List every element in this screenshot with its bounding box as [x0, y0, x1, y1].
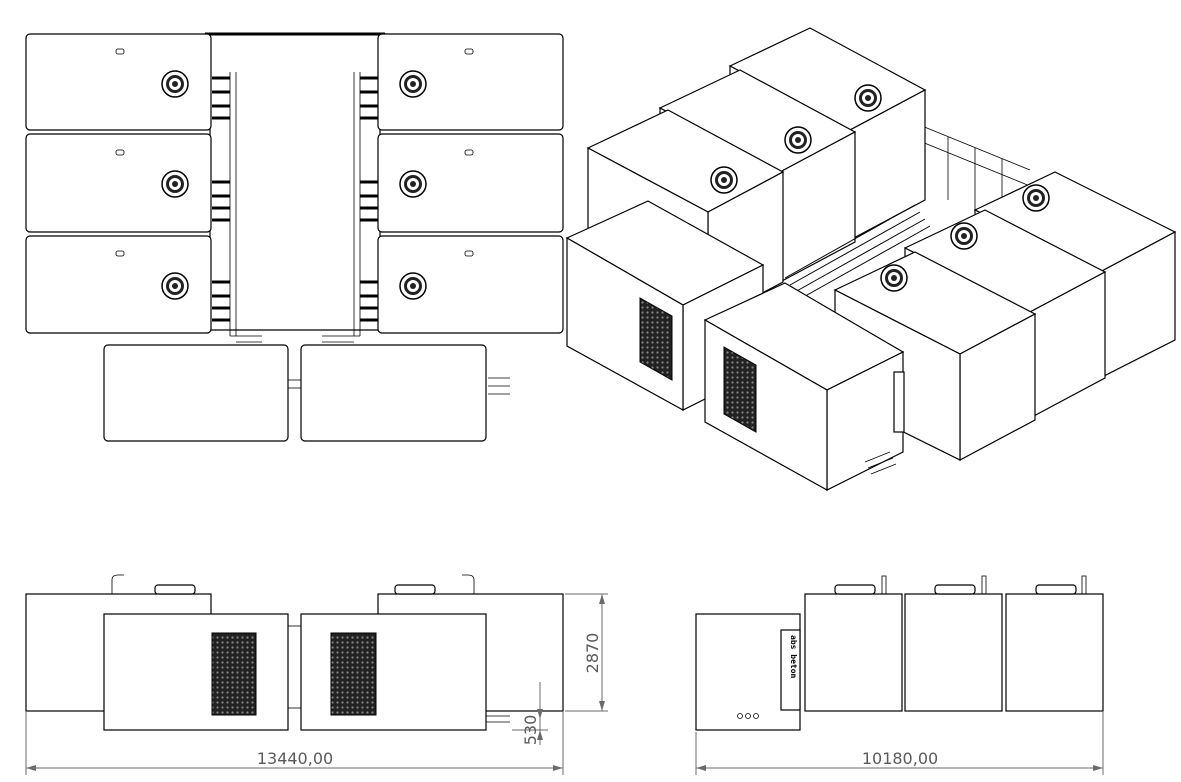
brand-plate: [780, 629, 801, 711]
port-icon: [161, 170, 189, 198]
port-icon: [399, 170, 427, 198]
port-icon: [950, 222, 978, 250]
port-icon: [161, 272, 189, 300]
piping-left: [212, 72, 262, 343]
grille-right: [330, 632, 377, 716]
outlet-pipes: [288, 377, 510, 395]
iso-unit-front-2: [703, 282, 905, 492]
bottom-unit-left: [103, 344, 289, 442]
vent-left: [111, 574, 124, 594]
port-icon: [399, 70, 427, 98]
port-icon: [784, 126, 812, 154]
front-unit-right: [300, 613, 487, 731]
iso-outlet-pipes: [864, 451, 897, 475]
dimension-side-width: 10180,00: [695, 712, 1104, 775]
port-icon: [1022, 184, 1050, 212]
port-icon: [399, 272, 427, 300]
port-icon: [161, 70, 189, 98]
bottom-unit-right: [300, 344, 487, 442]
dimension-front-width: 13440,00: [25, 712, 564, 775]
piping-right: [322, 72, 378, 343]
front-width-label: 13440,00: [257, 749, 333, 768]
port-icon: [854, 84, 882, 112]
left-tank-3: [25, 235, 212, 334]
grille: [723, 346, 757, 433]
front-elevation: [25, 574, 564, 731]
vent-right: [462, 574, 475, 594]
brand-text: abs beton: [789, 635, 798, 679]
hatch-left: [154, 584, 196, 595]
front-unit-left: [103, 613, 289, 731]
port-icon: [880, 264, 908, 292]
dimension-height: 2870: [565, 593, 608, 712]
height-label: 2870: [583, 633, 602, 674]
side-tank-3: [1005, 593, 1104, 712]
side-elevation: abs beton: [695, 575, 1104, 731]
hatch-right: [394, 584, 436, 595]
side-tank-1: [804, 593, 903, 712]
side-width-label: 10180,00: [862, 749, 938, 768]
center-walkway: [203, 33, 387, 331]
right-tank-2: [377, 133, 564, 233]
brand-plate: [893, 371, 905, 433]
plan-view: [25, 32, 564, 442]
outlet-label: 530: [521, 715, 540, 746]
dimension-outlet: 530: [512, 682, 548, 745]
right-tank-3: [377, 235, 564, 334]
iso-manifold: [784, 204, 931, 300]
left-tank-2: [25, 133, 212, 233]
side-tank-2: [904, 593, 1003, 712]
port-icon: [710, 166, 738, 194]
grille: [639, 297, 673, 381]
right-tank-1: [377, 33, 564, 131]
isometric-view: [565, 27, 1177, 492]
left-tank-1: [25, 33, 212, 131]
grille-left: [211, 632, 257, 716]
